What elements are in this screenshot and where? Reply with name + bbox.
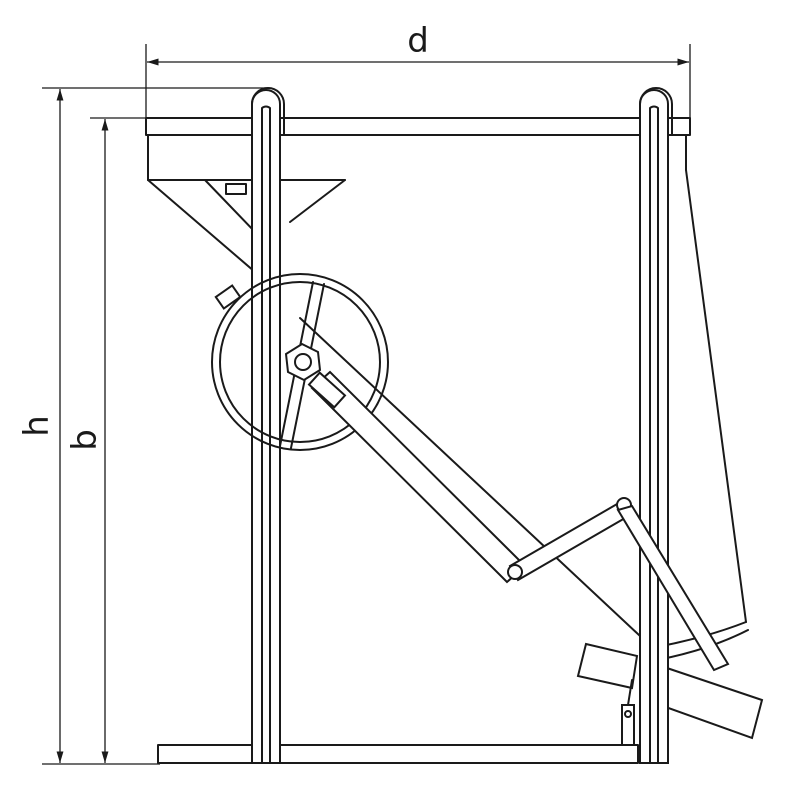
left-post-inner bbox=[261, 105, 271, 764]
bucket-body bbox=[145, 117, 749, 663]
dimension-d: d bbox=[145, 21, 691, 118]
hub-axle bbox=[294, 353, 312, 371]
link-pivot-lower bbox=[507, 564, 523, 580]
base-plate bbox=[157, 744, 639, 764]
dimension-b: b bbox=[65, 117, 148, 763]
dimension-h-label: h bbox=[17, 415, 57, 437]
lever-collar bbox=[307, 371, 347, 409]
hand-wheel-outer-rim bbox=[211, 273, 389, 451]
tilt-lever bbox=[307, 370, 730, 672]
dimension-b-label: b bbox=[65, 429, 105, 451]
gate-plate-left bbox=[576, 642, 639, 690]
left-lifting-post bbox=[251, 87, 285, 764]
connecting-link bbox=[508, 498, 634, 582]
bucket-right-wall bbox=[685, 169, 747, 623]
hub-nut bbox=[284, 342, 322, 382]
right-post-inner bbox=[649, 105, 659, 764]
hand-wheel-inner-rim bbox=[219, 281, 381, 443]
dimension-d-label: d bbox=[407, 21, 429, 61]
tilt-lever-arm bbox=[310, 370, 527, 584]
right-lifting-post bbox=[639, 87, 673, 764]
hand-wheel bbox=[211, 273, 389, 451]
discharge-gate bbox=[576, 642, 764, 746]
bucket-left-wall bbox=[147, 179, 256, 273]
wheel-hub bbox=[284, 342, 322, 382]
wheel-handle bbox=[214, 284, 242, 310]
wall-bracket bbox=[225, 183, 247, 195]
dimension-h: h bbox=[17, 87, 270, 765]
bucket-trough-line bbox=[299, 317, 656, 651]
gate-rod bbox=[616, 504, 730, 672]
bucket-top-rim bbox=[145, 117, 691, 136]
